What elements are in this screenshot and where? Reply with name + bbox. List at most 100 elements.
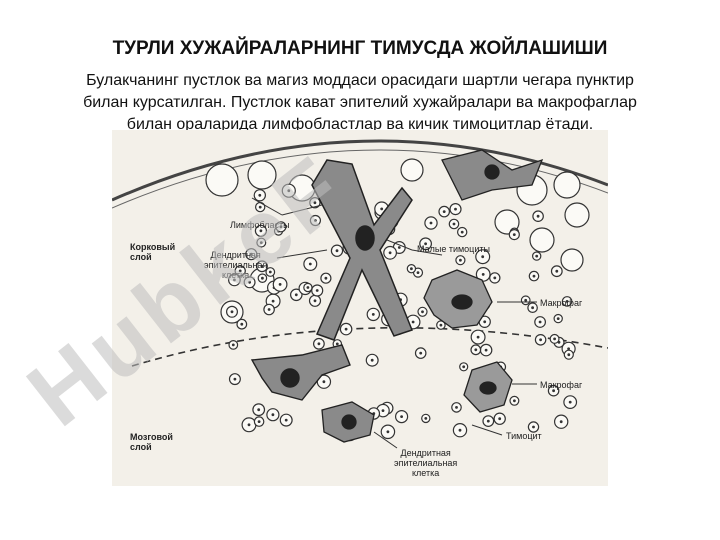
thymocyte-nucleus bbox=[410, 267, 413, 271]
thymocyte-nucleus bbox=[258, 193, 262, 197]
thymocyte-nucleus bbox=[411, 320, 415, 324]
thymocyte-nucleus bbox=[388, 251, 392, 255]
dendritic-epithelial-cell-bottom bbox=[321, 401, 375, 443]
thymocyte-nucleus bbox=[261, 276, 264, 280]
thymus-illustration: Лимфобласты Корковый слой Дендритная эпи… bbox=[112, 130, 608, 486]
label-macrophage-1: Макрофаг bbox=[540, 298, 583, 308]
thymocyte-nucleus bbox=[314, 219, 317, 222]
macrophage-cell-1 bbox=[423, 269, 493, 329]
thymocyte-nucleus bbox=[555, 269, 559, 273]
thymocyte-nucleus bbox=[230, 310, 234, 314]
thymocyte-nucleus bbox=[553, 337, 556, 341]
thymocyte-nucleus bbox=[532, 274, 536, 278]
label-medulla-line: Мозговой bbox=[130, 432, 173, 442]
thymocyte-nucleus bbox=[258, 205, 262, 209]
thymocyte-nucleus bbox=[313, 201, 317, 205]
thymocyte-nucleus bbox=[556, 317, 560, 320]
thymocyte-nucleus bbox=[380, 207, 384, 211]
label-dendritic-line: Дендритная bbox=[400, 448, 451, 458]
leader-lines bbox=[251, 197, 537, 449]
thymocyte-nucleus bbox=[315, 289, 319, 292]
thymocyte-nucleus bbox=[452, 222, 456, 226]
thymocyte-nucleus bbox=[317, 342, 321, 346]
thymocyte-nucleus bbox=[306, 286, 310, 289]
thymocyte-nucleus bbox=[259, 229, 263, 233]
thymocyte-nucleus bbox=[460, 230, 464, 234]
thymocyte-nucleus bbox=[481, 273, 485, 276]
thymocyte-nucleus bbox=[268, 270, 272, 274]
description-line: билан курсатилган. Пустлок кават эпители… bbox=[83, 94, 637, 111]
thymocyte-nucleus bbox=[536, 214, 540, 218]
thymocyte-nucleus bbox=[459, 258, 462, 262]
macrophage-cell-2 bbox=[463, 361, 513, 413]
thymocyte-nucleus bbox=[267, 308, 271, 311]
thymocyte-nucleus bbox=[513, 399, 516, 403]
thymocyte-nucleus bbox=[335, 342, 339, 346]
thymocyte-nucleus bbox=[458, 428, 462, 432]
thymocyte-nucleus bbox=[419, 351, 423, 355]
thymocyte-nucleus bbox=[313, 299, 317, 303]
thymocyte-nucleus bbox=[294, 293, 298, 297]
thymocyte-nucleus bbox=[260, 264, 264, 268]
lymphoblast-cell bbox=[400, 158, 424, 182]
thymocyte-nucleus bbox=[240, 322, 244, 326]
thymocyte-nucleus bbox=[371, 313, 375, 316]
label-small-thymocytes: Малые тимоциты bbox=[417, 244, 490, 254]
label-dendritic-line: эпителиальная bbox=[394, 458, 458, 468]
thymocyte-nucleus bbox=[386, 430, 390, 434]
thymocyte-nucleus bbox=[532, 425, 535, 429]
label-dendritic-line: клетка bbox=[222, 270, 250, 280]
label-cortex-line: слой bbox=[130, 252, 152, 262]
dendritic-epithelial-cell-medulla bbox=[250, 344, 351, 401]
lymphoblast-cell bbox=[247, 160, 277, 190]
thymocyte-nucleus bbox=[424, 417, 428, 420]
thymocyte-nucleus bbox=[535, 254, 539, 258]
thymocyte-nucleus bbox=[344, 327, 348, 331]
label-lymphoblasts: Лимфобласты bbox=[230, 220, 290, 230]
label-macrophage-2: Макрофаг bbox=[540, 380, 583, 390]
lymphoblast-cell bbox=[205, 163, 239, 197]
thymocyte-nucleus bbox=[484, 348, 488, 352]
thymocyte-nucleus bbox=[567, 347, 570, 351]
thymocyte-nucleus bbox=[279, 225, 283, 229]
thymocyte-nucleus bbox=[474, 348, 478, 352]
thymocyte-nucleus bbox=[439, 323, 443, 327]
thymocyte-nucleus bbox=[568, 400, 572, 404]
slide-title: ТУРЛИ ХУЖАЙРАЛАРНИНГ ТИМУСДА ЖОЙЛАШИШИ bbox=[112, 38, 608, 59]
thymocyte-nucleus bbox=[381, 409, 385, 412]
thymocyte-nucleus bbox=[308, 262, 312, 266]
label-medulla: Мозговой слой bbox=[130, 432, 173, 452]
thymocyte-nucleus bbox=[476, 335, 480, 339]
thymocyte-nucleus bbox=[512, 233, 516, 236]
thymocyte-nucleus bbox=[539, 338, 542, 342]
thymocyte-nucleus bbox=[247, 423, 251, 427]
label-cortex: Корковый слой bbox=[130, 242, 175, 262]
thymocyte-nucleus bbox=[322, 380, 326, 384]
description-line: Булакчанинг пустлок ва магиз моддаси ора… bbox=[86, 72, 634, 89]
thymocyte-nucleus bbox=[481, 255, 485, 259]
thymocyte-nucleus bbox=[370, 358, 374, 362]
thymocyte-nucleus bbox=[455, 406, 458, 409]
thymocyte-nucleus bbox=[483, 320, 487, 324]
label-dendritic-cell-medulla: Дендритная эпителиальная клетка bbox=[394, 448, 457, 478]
thymocyte-nucleus bbox=[284, 418, 288, 422]
thymocyte-nucleus bbox=[397, 246, 401, 249]
thymocyte-nucleus bbox=[567, 353, 571, 357]
lymphoblast-cell bbox=[560, 248, 584, 272]
label-medulla-line: слой bbox=[130, 442, 152, 452]
thymocyte-nucleus bbox=[531, 306, 534, 310]
thymocyte-nucleus bbox=[231, 343, 235, 347]
thymocyte-nucleus bbox=[486, 419, 490, 423]
label-dendritic-line: эпителиальная bbox=[204, 260, 268, 270]
thymocyte-nucleus bbox=[524, 298, 528, 302]
thymocyte-nucleus bbox=[552, 389, 555, 393]
thymocyte-nucleus bbox=[248, 280, 252, 284]
thymocyte-nucleus bbox=[249, 252, 253, 256]
lymphoblast-cell bbox=[553, 171, 581, 199]
thymus-drawing bbox=[112, 139, 608, 449]
label-dendritic-line: клетка bbox=[412, 468, 440, 478]
thymocyte-nucleus bbox=[538, 320, 542, 324]
description-line: билан ораларида лимфобластлар ва кичик т… bbox=[126, 116, 594, 133]
thymocyte-nucleus bbox=[462, 365, 466, 369]
